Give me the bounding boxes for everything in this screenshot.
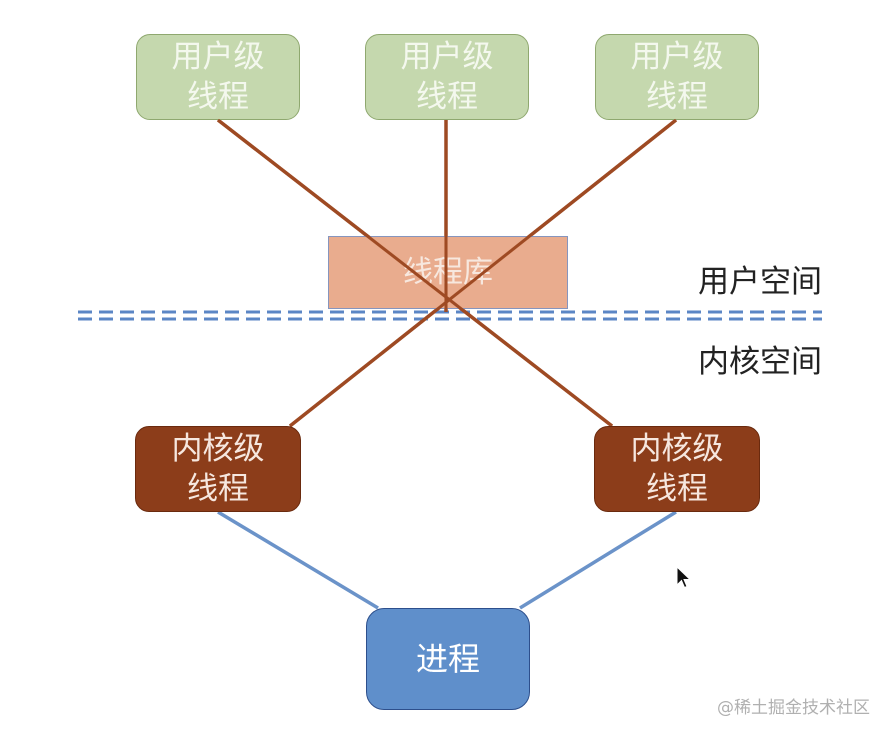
process-node: 进程 [366, 608, 530, 710]
user-thread-3-label: 用户级 线程 [630, 39, 724, 115]
process-line-kernel1 [217, 510, 379, 610]
user-thread-1-label: 用户级 线程 [171, 39, 265, 115]
process-label: 进程 [415, 640, 480, 678]
user-thread-2-label: 用户级 线程 [400, 39, 494, 115]
user-thread-3: 用户级 线程 [595, 34, 759, 120]
process-line-kernel2 [519, 510, 677, 610]
mouse-pointer-icon [676, 566, 692, 589]
kernel-space-label: 内核空间 [698, 344, 822, 380]
kernel-thread-1-label: 内核级 线程 [171, 431, 265, 507]
user-space-label: 用户空间 [698, 264, 822, 300]
user-thread-1: 用户级 线程 [136, 34, 300, 120]
kernel-thread-2-label: 内核级 线程 [630, 431, 724, 507]
kernel-thread-1: 内核级 线程 [135, 426, 301, 512]
thread-library-label: 线程库 [403, 254, 493, 290]
user-thread-2: 用户级 线程 [365, 34, 529, 120]
watermark: @稀土掘金技术社区 [717, 698, 870, 718]
kernel-thread-2: 内核级 线程 [594, 426, 760, 512]
thread-library: 线程库 [328, 236, 568, 309]
